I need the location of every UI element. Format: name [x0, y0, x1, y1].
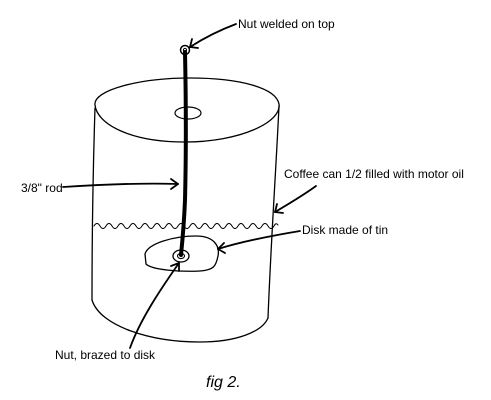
coffee-can — [91, 77, 280, 343]
label-rod: 3/8" rod — [21, 181, 63, 195]
arrow-rod — [62, 178, 179, 190]
label-disk: Disk made of tin — [302, 223, 388, 237]
arrow-can — [274, 185, 317, 214]
arrow-disk — [217, 230, 301, 254]
can-left-wall — [91, 107, 96, 301]
lid-hole — [174, 106, 202, 120]
figure-caption: fig 2. — [206, 374, 241, 391]
label-can: Coffee can 1/2 filled with motor oil — [284, 167, 464, 181]
label-nut-bottom: Nut, brazed to disk — [55, 348, 156, 362]
can-top-ellipse — [94, 77, 280, 143]
label-nut-top: Nut welded on top — [238, 17, 335, 31]
top-nut-icon — [179, 44, 191, 56]
arrow-nut-top — [189, 23, 237, 49]
rod — [179, 50, 188, 257]
bottom-nut-icon — [172, 249, 190, 263]
oil-level-line — [93, 223, 279, 229]
can-bottom-curve — [91, 299, 269, 343]
arrow-nut-bottom — [129, 262, 180, 349]
can-right-wall — [267, 105, 280, 319]
